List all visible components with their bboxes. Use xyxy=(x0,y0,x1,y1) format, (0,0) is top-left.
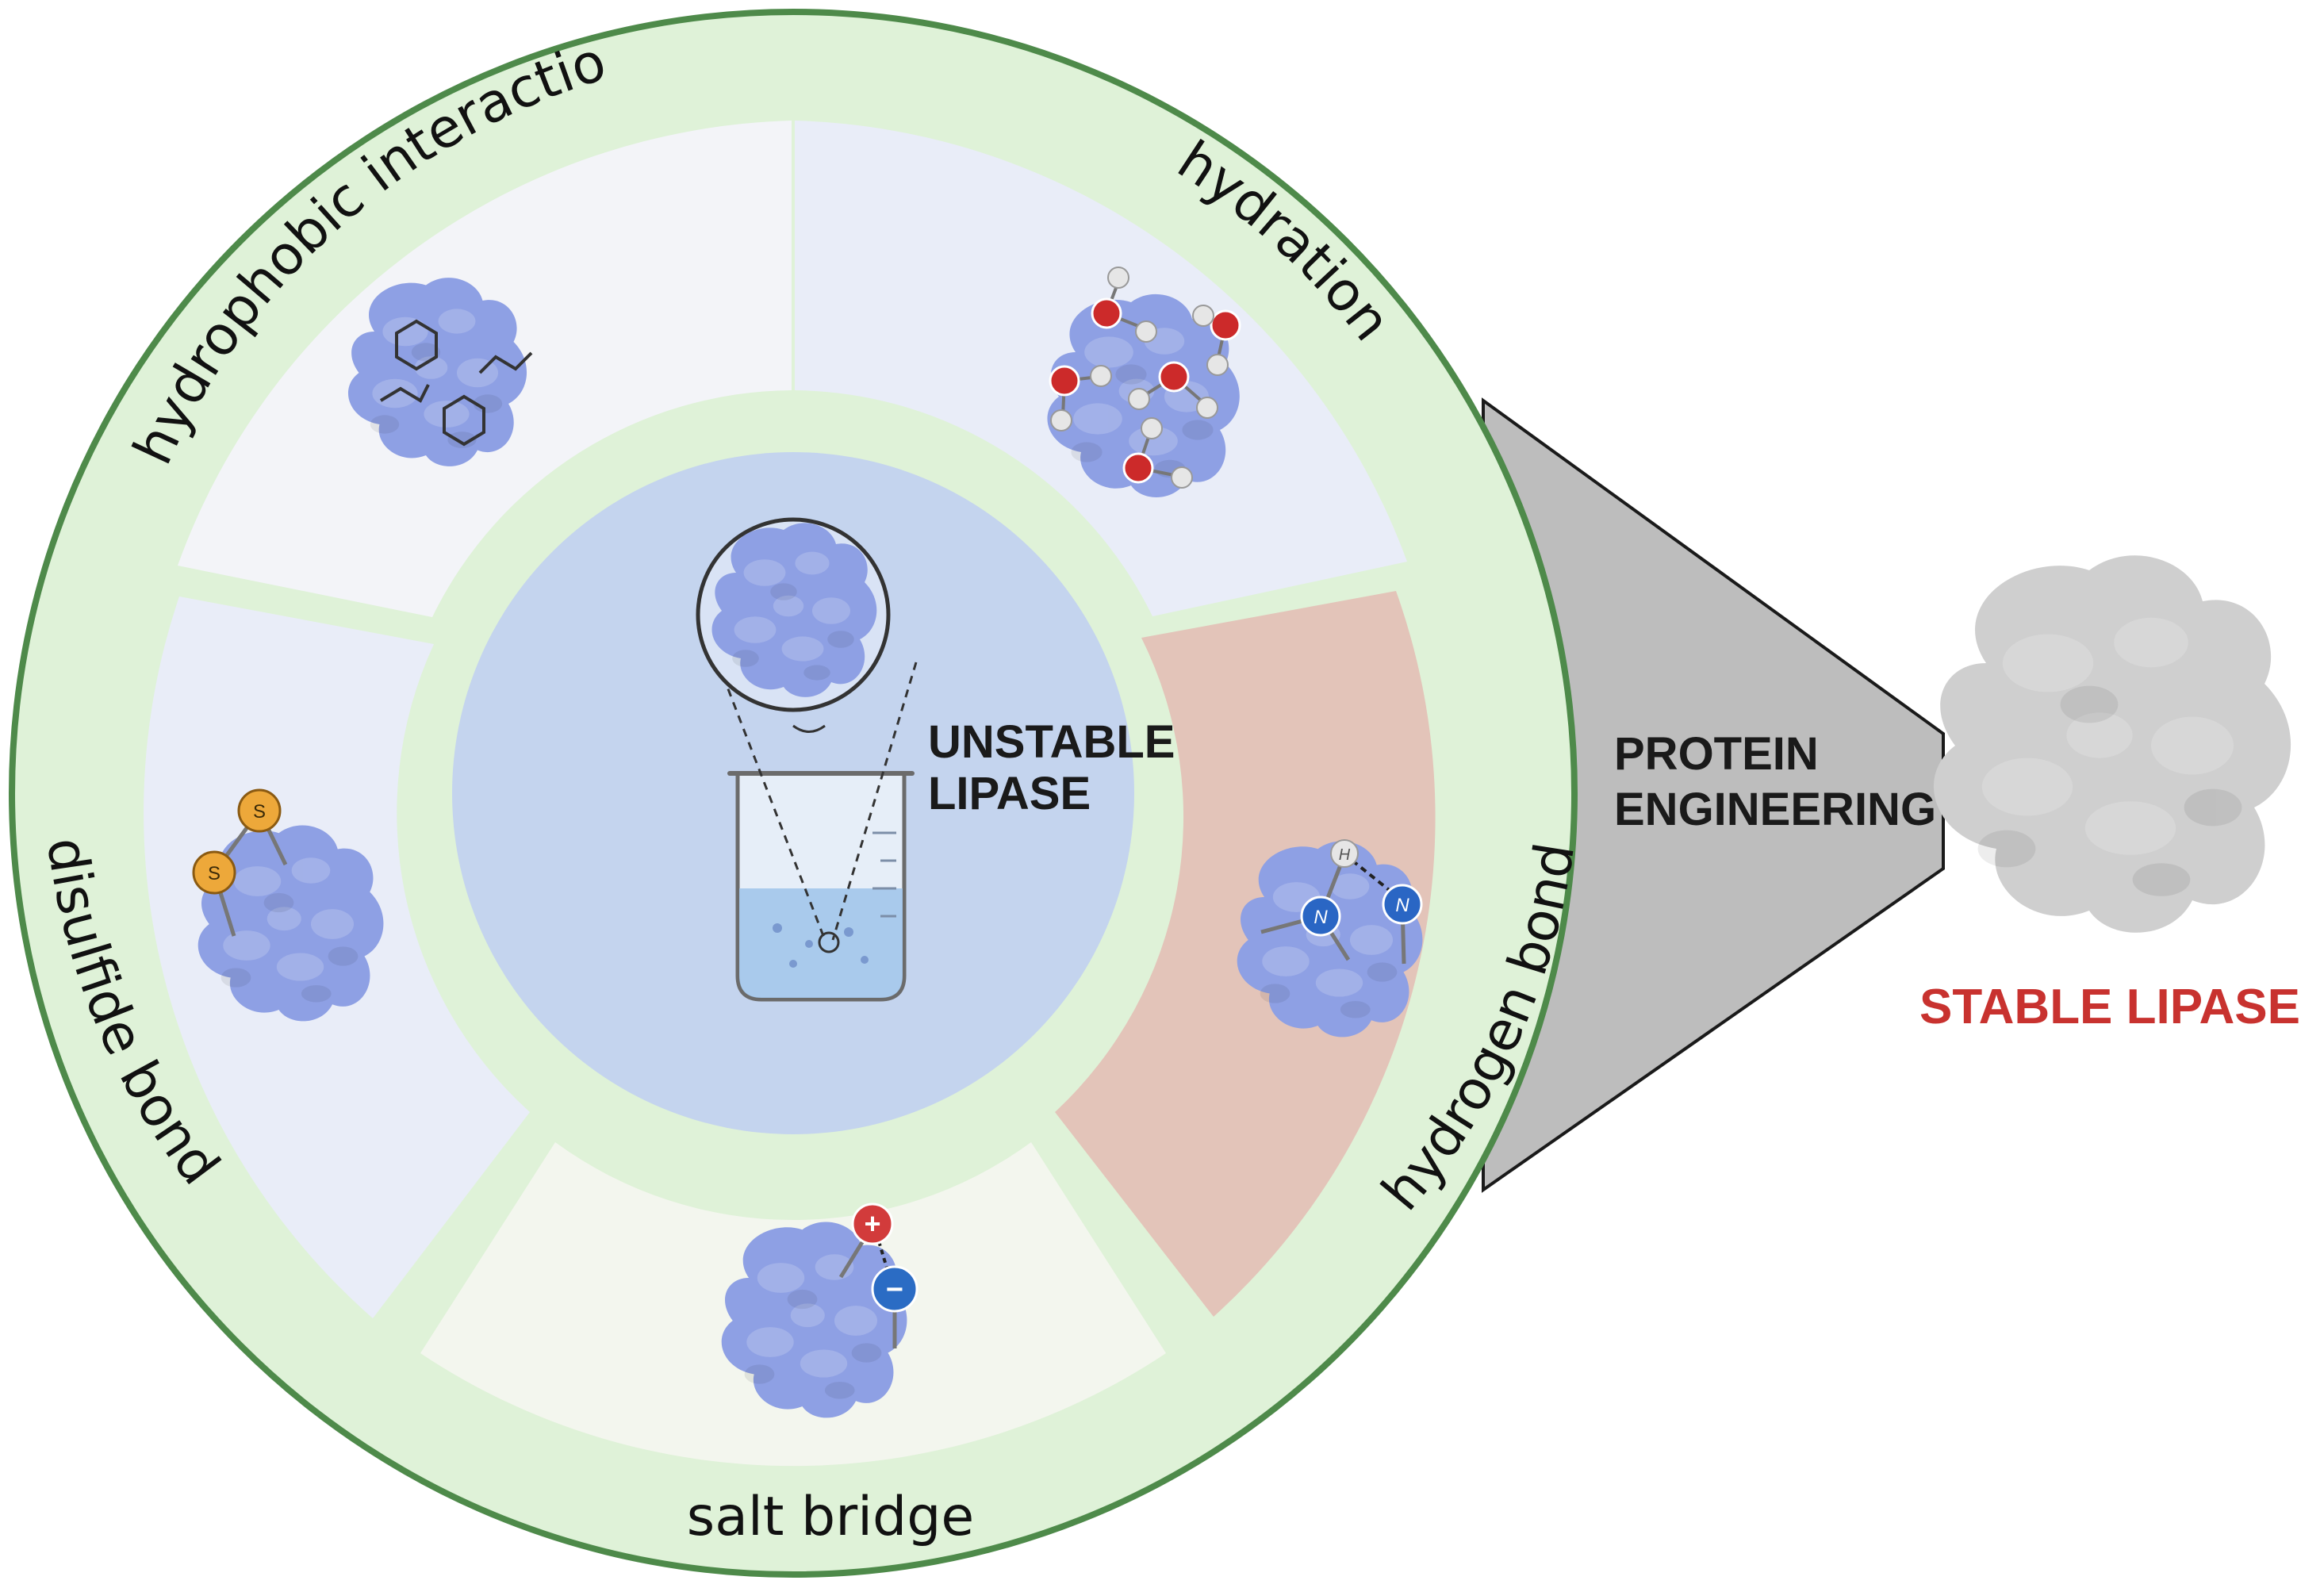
hydrophobic-illustration xyxy=(347,278,533,466)
label-salt-bridge: salt bridge xyxy=(687,1486,974,1548)
hydration-illustration xyxy=(1047,267,1241,497)
sulfur-atom-2: S xyxy=(208,863,221,884)
engineering-label-line2: ENGINEERING xyxy=(1614,784,1936,835)
stable-lipase-label: STABLE LIPASE xyxy=(1919,980,2300,1034)
hydrogen-atom: H xyxy=(1339,846,1351,864)
engineering-label-line1: PROTEIN xyxy=(1614,728,1819,780)
disulfide-illustration: S S xyxy=(192,788,384,1022)
beaker-illustration xyxy=(696,517,918,1002)
center-label-line1: UNSTABLE xyxy=(928,716,1175,768)
hydrogen-bond-illustration: N N H xyxy=(1237,839,1423,1038)
sulfur-atom-1: S xyxy=(253,801,266,823)
stable-lipase-illustration xyxy=(1933,555,2291,933)
plus-charge: + xyxy=(864,1207,880,1240)
nitrogen-atom-1: N xyxy=(1313,907,1328,928)
salt-bridge-illustration: + − xyxy=(721,1203,918,1418)
center-label-line2: LIPASE xyxy=(928,768,1091,819)
minus-charge: − xyxy=(886,1273,903,1306)
nitrogen-atom-2: N xyxy=(1395,895,1409,916)
